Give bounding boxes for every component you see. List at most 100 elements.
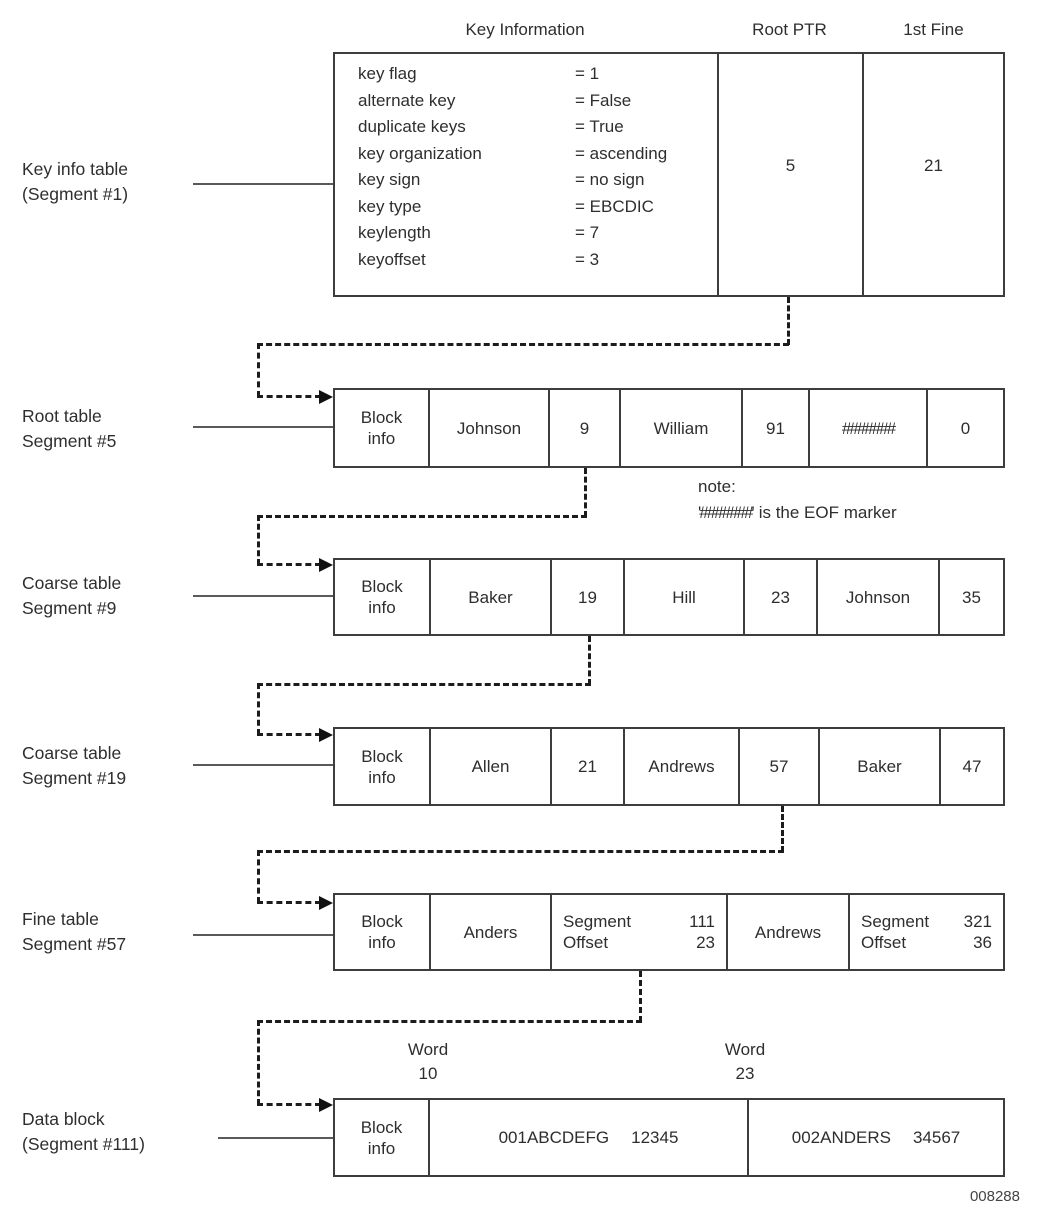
block-info-cell: Block info [335,390,430,466]
field-value: = 7 [575,223,600,242]
cell-text: Block [361,746,403,766]
record-key: 001ABCDEFG [498,1128,610,1147]
table-cell: Allen [431,729,552,804]
cell-text: 57 [769,757,789,776]
label-line: Segment #57 [22,934,127,954]
cell-text: Johnson [845,587,911,607]
word-offset-label: Word 23 [695,1038,795,1086]
arrowhead-icon [319,1098,333,1112]
key-info-field-row: keyoffset = 3 [358,247,717,274]
cell-text: info [368,767,396,787]
table-cell: 23 [745,560,818,634]
table-cell: William [621,390,743,466]
root-ptr-header: Root PTR [752,20,827,39]
data-record-cell: 001ABCDEFG 12345 [430,1100,749,1175]
first-fine-cell: 21 [864,54,1003,295]
cell-text: Andrews [754,922,822,942]
cell-text: 19 [578,587,597,607]
arrowhead-icon [319,896,333,910]
key-info-field-row: keylength = 7 [358,220,717,247]
pointer-connector [257,683,260,735]
cell-text: info [367,429,396,448]
label-connector-line [193,764,333,766]
table-cell: 47 [941,729,1003,804]
cell-text: 23 [696,933,715,952]
label-line: Segment #19 [22,768,127,788]
table-cell: Anders [431,895,552,969]
label-line: Coarse table [22,573,122,593]
record-key: 002ANDERS [791,1128,891,1147]
cell-text: Andrews [648,757,715,776]
pointer-connector [257,515,587,518]
cell-text: 9 [579,418,590,438]
label-line: Coarse table [22,743,122,763]
table-cell: Johnson [818,560,940,634]
cell-text: Johnson [456,418,522,438]
root-ptr-value: 5 [785,155,796,175]
field-value: = True [575,117,624,136]
coarse-table-9: Block info Baker 19 Hill 23 Johnson 35 [333,558,1005,636]
key-info-field-row: alternate key= False [358,88,717,115]
first-fine-value: 21 [924,155,943,175]
pointer-connector [588,636,591,685]
pointer-connector [787,297,790,345]
field-value: = ascending [575,143,668,163]
table-cell: 35 [940,560,1003,634]
table-cell: Andrews [625,729,740,804]
label-connector-line [218,1137,333,1139]
note-line: note: [698,477,736,496]
word-offset-label: Word 10 [378,1038,478,1086]
field-value: = no sign [575,170,645,189]
table-cell: 9 [550,390,621,466]
root-ptr-cell: 5 [719,54,864,295]
field-value: = 3 [575,249,600,269]
cell-text: Hill [672,587,696,607]
cell-text: Anders [463,922,518,942]
cell-text: Segment [563,912,632,931]
table-cell: Johnson [430,390,550,466]
cell-text: 47 [962,757,982,776]
key-info-field-row: duplicate keys= True [358,114,717,141]
pointer-connector [639,971,642,1022]
label-line: Key info table [22,159,129,179]
field-name: keyoffset [358,249,426,269]
label-line: Data block [22,1109,105,1129]
block-info-cell: Block info [335,560,431,634]
key-info-field-row: key organization= ascending [358,141,717,168]
figure-number: 008288 [969,1188,1020,1205]
pointer-connector [257,1020,642,1023]
cell-text: info [368,598,396,617]
note-line: '#######'is the EOF marker [698,500,897,526]
cell-text: 23 [771,587,790,607]
data-block: Block info 001ABCDEFG 12345 002ANDERS 34… [333,1098,1005,1177]
table-cell: 0 [928,390,1003,466]
cell-text: Block [360,408,403,427]
word-label-text: Word [407,1040,449,1059]
table-cell: ####### [810,390,928,466]
cell-text: info [368,933,396,952]
key-info-field-row: key sign= no sign [358,167,717,194]
key-info-field-row: key type= EBCDIC [358,194,717,221]
label-connector-line [193,934,333,936]
eof-marker-text: '#######' [698,503,755,522]
key-info-table-label: Key info table (Segment #1) [22,157,128,207]
key-info-field-row: key flag= 1 [358,61,717,88]
table-cell: Baker [820,729,941,804]
field-name: key type [358,196,422,216]
data-block-label: Data block (Segment #111) [22,1107,145,1157]
coarse-table-19-label: Coarse table Segment #19 [22,741,126,791]
label-line: (Segment #111) [22,1134,145,1154]
field-name: keylength [358,223,431,242]
pointer-connector [257,733,321,736]
cell-text: 91 [766,418,785,438]
table-cell: Andrews [728,895,850,969]
cell-text: 321 [963,912,992,931]
arrowhead-icon [319,390,333,404]
pointer-connector [257,343,789,346]
key-info-table: key flag= 1 alternate key= False duplica… [333,52,1005,297]
